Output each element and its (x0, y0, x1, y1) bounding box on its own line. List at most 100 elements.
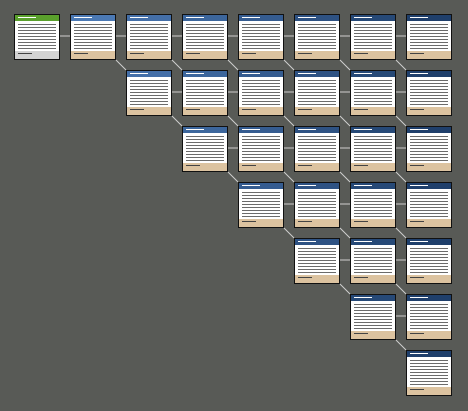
node-lines (410, 246, 448, 275)
connector-diagonal (115, 59, 127, 71)
connector-diagonal (227, 59, 239, 71)
node-header (351, 127, 395, 133)
node-header (351, 239, 395, 245)
diagram-node[interactable] (126, 14, 172, 60)
node-footer (351, 275, 395, 283)
node-header (183, 127, 227, 133)
connector-diagonal (395, 59, 407, 71)
diagram-node[interactable] (182, 14, 228, 60)
node-lines (130, 78, 168, 107)
node-header (15, 15, 59, 21)
node-header (407, 15, 451, 21)
diagram-node[interactable] (350, 238, 396, 284)
diagram-node[interactable] (238, 182, 284, 228)
node-lines (242, 78, 280, 107)
connector-diagonal (283, 59, 295, 71)
node-lines (130, 22, 168, 51)
diagram-node[interactable] (350, 294, 396, 340)
node-footer (295, 51, 339, 59)
diagram-node[interactable] (70, 14, 116, 60)
connector-diagonal (283, 171, 295, 183)
connector-diagonal (395, 115, 407, 127)
diagram-node[interactable] (238, 126, 284, 172)
node-footer (351, 219, 395, 227)
connector-diagonal (339, 115, 351, 127)
diagram-node[interactable] (406, 238, 452, 284)
node-header (407, 127, 451, 133)
node-header (239, 71, 283, 77)
node-footer (407, 51, 451, 59)
node-lines (410, 302, 448, 331)
diagram-node[interactable] (182, 70, 228, 116)
node-header (183, 71, 227, 77)
node-footer (407, 275, 451, 283)
diagram-node[interactable] (350, 126, 396, 172)
diagram-node[interactable] (350, 14, 396, 60)
diagram-node[interactable] (182, 126, 228, 172)
diagram-node[interactable] (294, 14, 340, 60)
diagram-node[interactable] (406, 14, 452, 60)
node-header (407, 351, 451, 357)
diagram-node[interactable] (294, 238, 340, 284)
node-footer (239, 163, 283, 171)
node-footer (295, 107, 339, 115)
node-lines (298, 134, 336, 163)
node-footer (351, 163, 395, 171)
node-footer (127, 51, 171, 59)
node-header (407, 71, 451, 77)
diagram-node[interactable] (294, 182, 340, 228)
diagram-node[interactable] (406, 350, 452, 396)
node-header (351, 295, 395, 301)
diagram-node[interactable] (238, 70, 284, 116)
node-header (407, 183, 451, 189)
node-header (127, 15, 171, 21)
diagram-node[interactable] (350, 182, 396, 228)
node-header (127, 71, 171, 77)
diagram-node[interactable] (406, 126, 452, 172)
node-lines (354, 190, 392, 219)
connector-diagonal (339, 171, 351, 183)
node-footer (295, 219, 339, 227)
diagram-node[interactable] (126, 70, 172, 116)
root-node[interactable] (14, 14, 60, 60)
node-header (71, 15, 115, 21)
node-footer (183, 107, 227, 115)
node-lines (186, 22, 224, 51)
connector-diagonal (339, 59, 351, 71)
diagram-node[interactable] (294, 126, 340, 172)
connector-diagonal (227, 171, 239, 183)
diagram-node[interactable] (350, 70, 396, 116)
node-header (295, 183, 339, 189)
diagram-node[interactable] (406, 294, 452, 340)
node-header (407, 239, 451, 245)
connector-diagonal (395, 227, 407, 239)
diagram-node[interactable] (294, 70, 340, 116)
node-lines (354, 302, 392, 331)
node-footer (407, 387, 451, 395)
node-footer (183, 163, 227, 171)
node-footer (71, 51, 115, 59)
node-lines (410, 190, 448, 219)
node-lines (298, 246, 336, 275)
node-lines (354, 134, 392, 163)
node-footer (183, 51, 227, 59)
node-footer (351, 107, 395, 115)
node-header (239, 15, 283, 21)
diagram-node[interactable] (406, 70, 452, 116)
diagram-node[interactable] (406, 182, 452, 228)
diagram-node[interactable] (238, 14, 284, 60)
node-lines (242, 190, 280, 219)
node-lines (242, 134, 280, 163)
node-lines (298, 22, 336, 51)
node-lines (410, 134, 448, 163)
node-footer (239, 51, 283, 59)
connector-diagonal (283, 115, 295, 127)
connector-diagonal (339, 227, 351, 239)
connector-diagonal (171, 115, 183, 127)
node-header (239, 183, 283, 189)
connector-diagonal (283, 227, 295, 239)
node-footer (351, 331, 395, 339)
node-footer (127, 107, 171, 115)
node-lines (410, 22, 448, 51)
node-footer (407, 331, 451, 339)
